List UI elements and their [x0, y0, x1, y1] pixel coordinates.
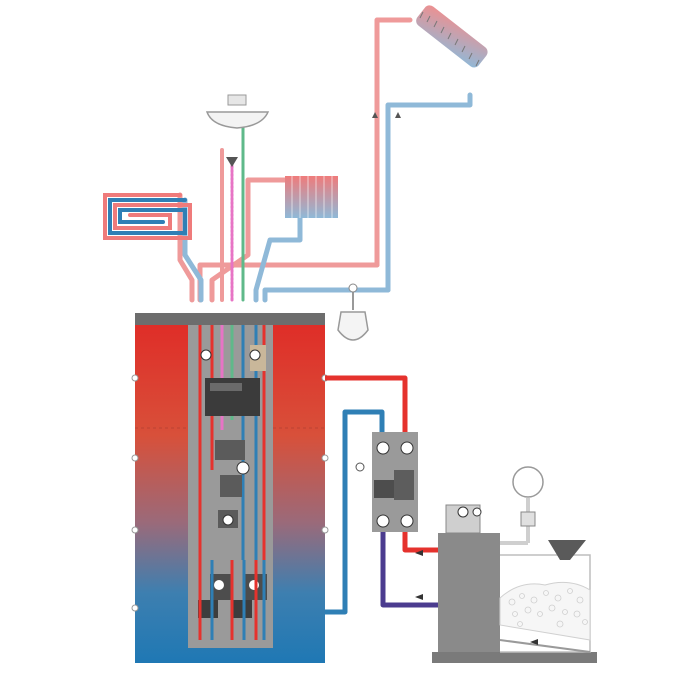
arrow-up-icon	[372, 112, 378, 118]
stratified-storage-tank	[131, 313, 329, 663]
gauge-icon	[457, 506, 469, 518]
radiator	[285, 176, 338, 218]
solar-panel-icon	[416, 5, 488, 68]
solar-collector	[372, 5, 488, 118]
solid-fuel-boiler	[415, 466, 597, 663]
pump-group	[355, 432, 418, 532]
valve-icon	[394, 470, 414, 500]
faucet-icon	[227, 94, 247, 106]
hopper-icon	[548, 540, 586, 560]
gauge-icon	[348, 283, 358, 293]
expansion-vessel	[337, 283, 369, 341]
sink-icon	[205, 111, 270, 129]
solar-panel-fins	[419, 11, 480, 67]
arrow-down-icon	[226, 157, 238, 167]
boiler-circuit-pipes	[325, 375, 440, 615]
distribution-pipes	[177, 17, 473, 303]
washbasin	[205, 94, 270, 167]
boiler-icon	[438, 533, 500, 663]
arrow-left-icon	[530, 639, 538, 645]
pellets	[508, 588, 588, 628]
expansion-tank-icon	[337, 311, 369, 341]
arrow-up-icon	[395, 112, 401, 118]
underfloor-heating-loop	[103, 193, 192, 240]
gauge-icons	[200, 349, 261, 526]
arrow-right-icon	[415, 550, 423, 556]
radiator-icon	[285, 176, 338, 218]
pellet-hopper	[499, 540, 591, 653]
pump-icon	[374, 480, 400, 498]
expansion-tank-icon	[512, 466, 544, 498]
arrow-right-icon	[415, 594, 423, 600]
